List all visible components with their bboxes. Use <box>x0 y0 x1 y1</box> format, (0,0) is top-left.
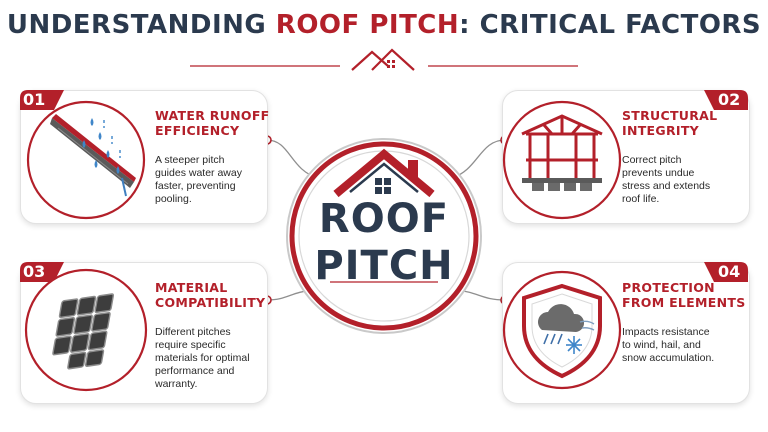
title-accent: ROOF PITCH <box>275 10 460 40</box>
factor-description: Impacts resistance to wind, hail, and sn… <box>622 326 714 365</box>
house-icon <box>333 148 435 198</box>
description-line: Impacts resistance <box>622 326 710 338</box>
description-line: roof life. <box>622 193 660 205</box>
description-line: warranty. <box>155 378 198 390</box>
page-title: UNDERSTANDING ROOF PITCH: CRITICAL FACTO… <box>0 10 768 40</box>
factor-title-line: EFFICIENCY <box>155 123 240 138</box>
factor-number: 01 <box>23 90 46 109</box>
title-part-2: : CRITICAL FACTORS <box>459 10 762 40</box>
factor-description: Correct pitch prevents undue stress and … <box>622 154 710 206</box>
factor-title-line: FROM ELEMENTS <box>622 295 746 310</box>
factor-description: Different pitches require specific mater… <box>155 326 250 391</box>
description-line: snow accumulation. <box>622 352 715 364</box>
factor-number: 04 <box>718 262 741 281</box>
description-line: guides water away <box>155 167 242 179</box>
description-line: A steeper pitch <box>155 154 225 166</box>
factor-title: MATERIAL COMPATIBILITY <box>155 280 265 310</box>
factor-title: PROTECTION FROM ELEMENTS <box>622 280 746 310</box>
factor-title-line: MATERIAL <box>155 280 228 295</box>
description-line: Different pitches <box>155 326 231 338</box>
factor-number: 03 <box>23 262 46 281</box>
factor-title-line: INTEGRITY <box>622 123 699 138</box>
description-line: faster, preventing <box>155 180 236 192</box>
factor-title: WATER RUNOFF EFFICIENCY <box>155 108 270 138</box>
factor-title-line: COMPATIBILITY <box>155 295 266 310</box>
factor-description: A steeper pitch guides water away faster… <box>155 154 242 206</box>
factor-number: 02 <box>718 90 741 109</box>
description-line: to wind, hail, and <box>622 339 701 351</box>
center-title-line-1: ROOF <box>318 196 450 242</box>
center-title-line-2: PITCH <box>314 243 454 289</box>
description-line: materials for optimal <box>155 352 250 364</box>
description-line: require specific <box>155 339 226 351</box>
factor-title-line: STRUCTURAL <box>622 108 718 123</box>
factor-title-line: PROTECTION <box>622 280 715 295</box>
factor-title: STRUCTURAL INTEGRITY <box>622 108 717 138</box>
description-line: pooling. <box>155 193 192 205</box>
title-divider <box>190 48 578 71</box>
factor-title-line: WATER RUNOFF <box>155 108 270 123</box>
roofline-icon <box>351 48 415 71</box>
title-part-1: UNDERSTANDING <box>6 10 276 40</box>
description-line: stress and extends <box>622 180 711 192</box>
description-line: performance and <box>155 365 235 377</box>
description-line: Correct pitch <box>622 154 682 166</box>
description-line: prevents undue <box>622 167 695 179</box>
